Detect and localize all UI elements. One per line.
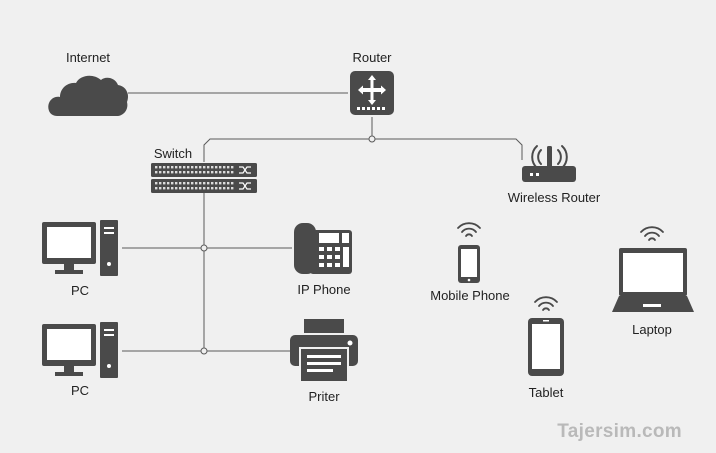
mobile-phone-icon (457, 222, 481, 283)
wireless-router-icon (522, 145, 576, 182)
switch-label: Switch (153, 146, 193, 161)
switch-icon (151, 163, 257, 193)
printer-label: Priter (308, 389, 340, 404)
router-icon (350, 71, 394, 115)
tablet-icon (528, 296, 564, 376)
wireless-router-label: Wireless Router (507, 190, 601, 205)
pc-top-label: PC (70, 283, 90, 298)
link-router-switch (203, 138, 372, 162)
printer-icon (290, 319, 358, 383)
link-router-wireless (372, 138, 523, 160)
junction-router (368, 135, 376, 143)
junction-pc-top (200, 244, 208, 252)
laptop-label: Laptop (632, 322, 672, 337)
ip-phone-icon (294, 223, 352, 274)
desktop-pc-icon (42, 220, 118, 276)
desktop-pc-icon (42, 322, 118, 378)
mobile-phone-label: Mobile Phone (430, 288, 510, 303)
router-label: Router (352, 50, 392, 65)
watermark: Tajersim.com (557, 421, 682, 442)
laptop-icon (612, 226, 694, 312)
pc-bottom-label: PC (70, 383, 90, 398)
ip-phone-label: IP Phone (297, 282, 351, 297)
junction-pc-bottom (200, 347, 208, 355)
cloud-icon (48, 75, 128, 116)
internet-label: Internet (65, 50, 111, 65)
tablet-label: Tablet (528, 385, 564, 400)
